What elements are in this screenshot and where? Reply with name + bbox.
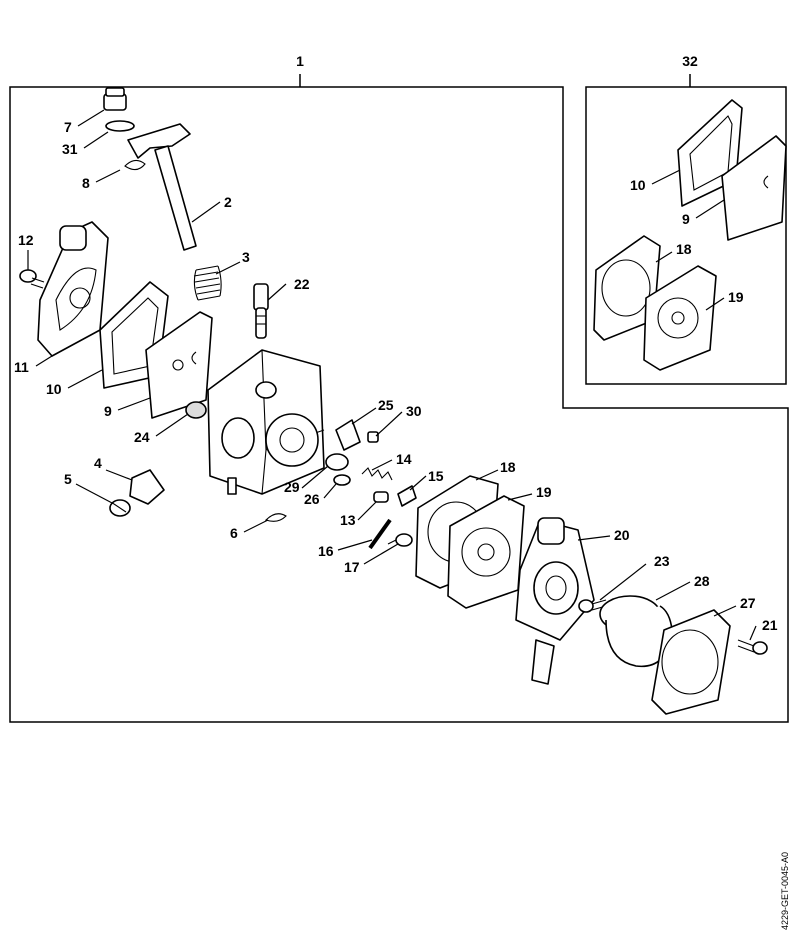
kit-gasket-18-part [593, 235, 661, 341]
callout-21: 21 [762, 617, 778, 633]
pin-part [368, 518, 392, 550]
washer-part [105, 120, 135, 132]
callout-25: 25 [378, 397, 394, 413]
carburetor-body-part [207, 349, 325, 495]
callout-19: 19 [536, 484, 552, 500]
leader-lines [27, 109, 757, 641]
cover-part [37, 221, 109, 357]
callout-4: 4 [94, 455, 102, 471]
kit-callout-18: 18 [676, 241, 692, 257]
spring-14-part [361, 467, 393, 481]
diaphragm-part [145, 311, 213, 419]
callout-29: 29 [284, 479, 300, 495]
callout-14: 14 [396, 451, 412, 467]
callout-22: 22 [294, 276, 310, 292]
callout-31: 31 [62, 141, 78, 157]
callout-1: 1 [296, 53, 304, 69]
clip-6-part [264, 513, 287, 522]
spring-part [193, 265, 222, 301]
kit-callout-19: 19 [728, 289, 744, 305]
callout-32: 32 [682, 53, 698, 69]
callout-18: 18 [500, 459, 516, 475]
callout-6: 6 [230, 525, 238, 541]
kit-callout-10: 10 [630, 177, 646, 193]
callout-16: 16 [318, 543, 334, 559]
cam-part [129, 469, 165, 505]
adjusting-screw-part [253, 283, 269, 339]
callout-27: 27 [740, 595, 756, 611]
callout-30: 30 [406, 403, 422, 419]
kit-callout-9: 9 [682, 211, 690, 227]
callout-12: 12 [18, 232, 34, 248]
document-reference-text: 4229-GET-0045-A0 [780, 851, 790, 930]
callout-13: 13 [340, 512, 356, 528]
retainer-part [651, 609, 731, 715]
callout-11: 11 [14, 359, 29, 375]
callout-28: 28 [694, 573, 710, 589]
callout-26: 26 [304, 491, 320, 507]
callout-3: 3 [242, 249, 250, 265]
plug-part [103, 87, 127, 111]
main-assembly-frame [9, 74, 789, 723]
small-plug-part [367, 431, 379, 443]
callout-7: 7 [64, 119, 72, 135]
callout-10: 10 [46, 381, 62, 397]
screw-21-part [737, 639, 768, 655]
e-clip-part [124, 159, 146, 171]
callout-8: 8 [82, 175, 90, 191]
callout-9: 9 [104, 403, 112, 419]
callout-2: 2 [224, 194, 232, 210]
kit-diaphragm-part [721, 135, 787, 241]
throttle-shaft-part [127, 123, 197, 251]
callout-17: 17 [344, 559, 360, 575]
o-ring-part [333, 474, 351, 486]
document-reference: 4229-GET-0045-A0 [778, 852, 794, 932]
callout-15: 15 [428, 468, 444, 484]
seal-ring-part [325, 453, 349, 471]
kit-diaphragm-19-part [643, 265, 717, 371]
kit-32-frame [585, 74, 787, 385]
fitting-part [335, 419, 361, 451]
screw-23-part [578, 599, 607, 613]
callout-5: 5 [64, 471, 72, 487]
lever-part [397, 485, 417, 507]
screw-17-part [387, 533, 413, 547]
screw-12-part [19, 269, 45, 289]
pump-cover-part [515, 517, 595, 685]
callout-24: 24 [134, 429, 150, 445]
inlet-needle-part [373, 491, 389, 503]
callout-23: 23 [654, 553, 670, 569]
screen-part [185, 401, 207, 419]
screw-5-part [109, 499, 131, 517]
callout-20: 20 [614, 527, 630, 543]
